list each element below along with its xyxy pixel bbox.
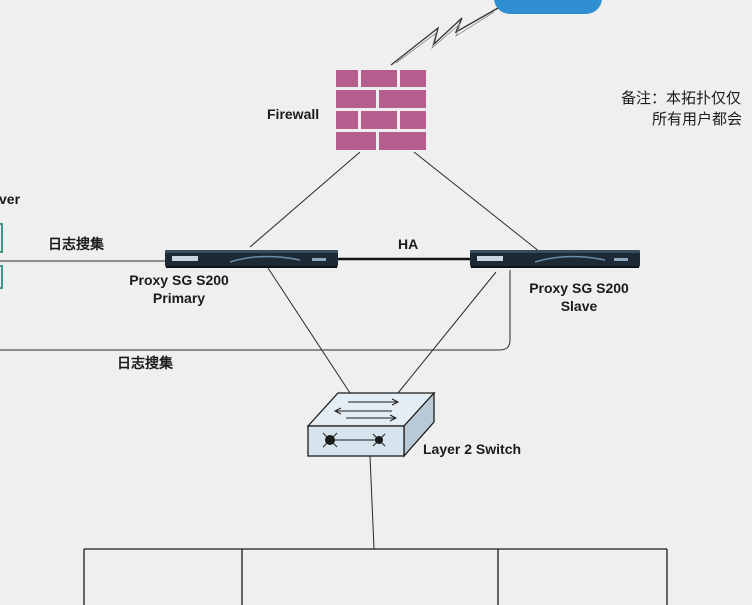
log-collect-bottom-label: 日志搜集 bbox=[117, 356, 173, 372]
proxy-slave-model: Proxy SG S200 bbox=[529, 280, 629, 296]
proxy-primary-device bbox=[165, 250, 338, 268]
server-label: ver bbox=[0, 191, 21, 207]
link-firewall-slave bbox=[413, 151, 541, 253]
firewall-label: Firewall bbox=[267, 106, 320, 122]
link-firewall-primary bbox=[249, 151, 361, 248]
switch-label: Layer 2 Switch bbox=[423, 441, 522, 457]
proxy-slave-role: Slave bbox=[560, 298, 598, 314]
ha-label: HA bbox=[398, 236, 419, 252]
lightning-link-inner bbox=[395, 11, 495, 64]
note-line-1: 备注：本拓扑仅仅 bbox=[621, 89, 742, 107]
cloud-shape bbox=[494, 0, 602, 14]
firewall-icon bbox=[334, 68, 428, 152]
link-primary-switch bbox=[267, 267, 351, 394]
switch-icon bbox=[306, 391, 436, 458]
link-switch-clients bbox=[369, 455, 375, 550]
proxy-primary-role: Primary bbox=[152, 290, 206, 306]
link-slave-switch bbox=[397, 271, 497, 394]
lightning-link bbox=[390, 7, 499, 66]
log-collect-top-label: 日志搜集 bbox=[48, 237, 104, 253]
proxy-primary-model: Proxy SG S200 bbox=[129, 272, 229, 288]
client-segments bbox=[83, 548, 668, 605]
log-collect-bottom-line bbox=[0, 270, 511, 351]
note-line-2: 所有用户都会 bbox=[652, 110, 743, 128]
server-icon bbox=[0, 223, 3, 289]
proxy-slave-device bbox=[470, 250, 640, 268]
proxy-slave-label: Proxy SG S200 Slave bbox=[520, 279, 638, 315]
proxy-primary-label: Proxy SG S200 Primary bbox=[120, 271, 238, 307]
